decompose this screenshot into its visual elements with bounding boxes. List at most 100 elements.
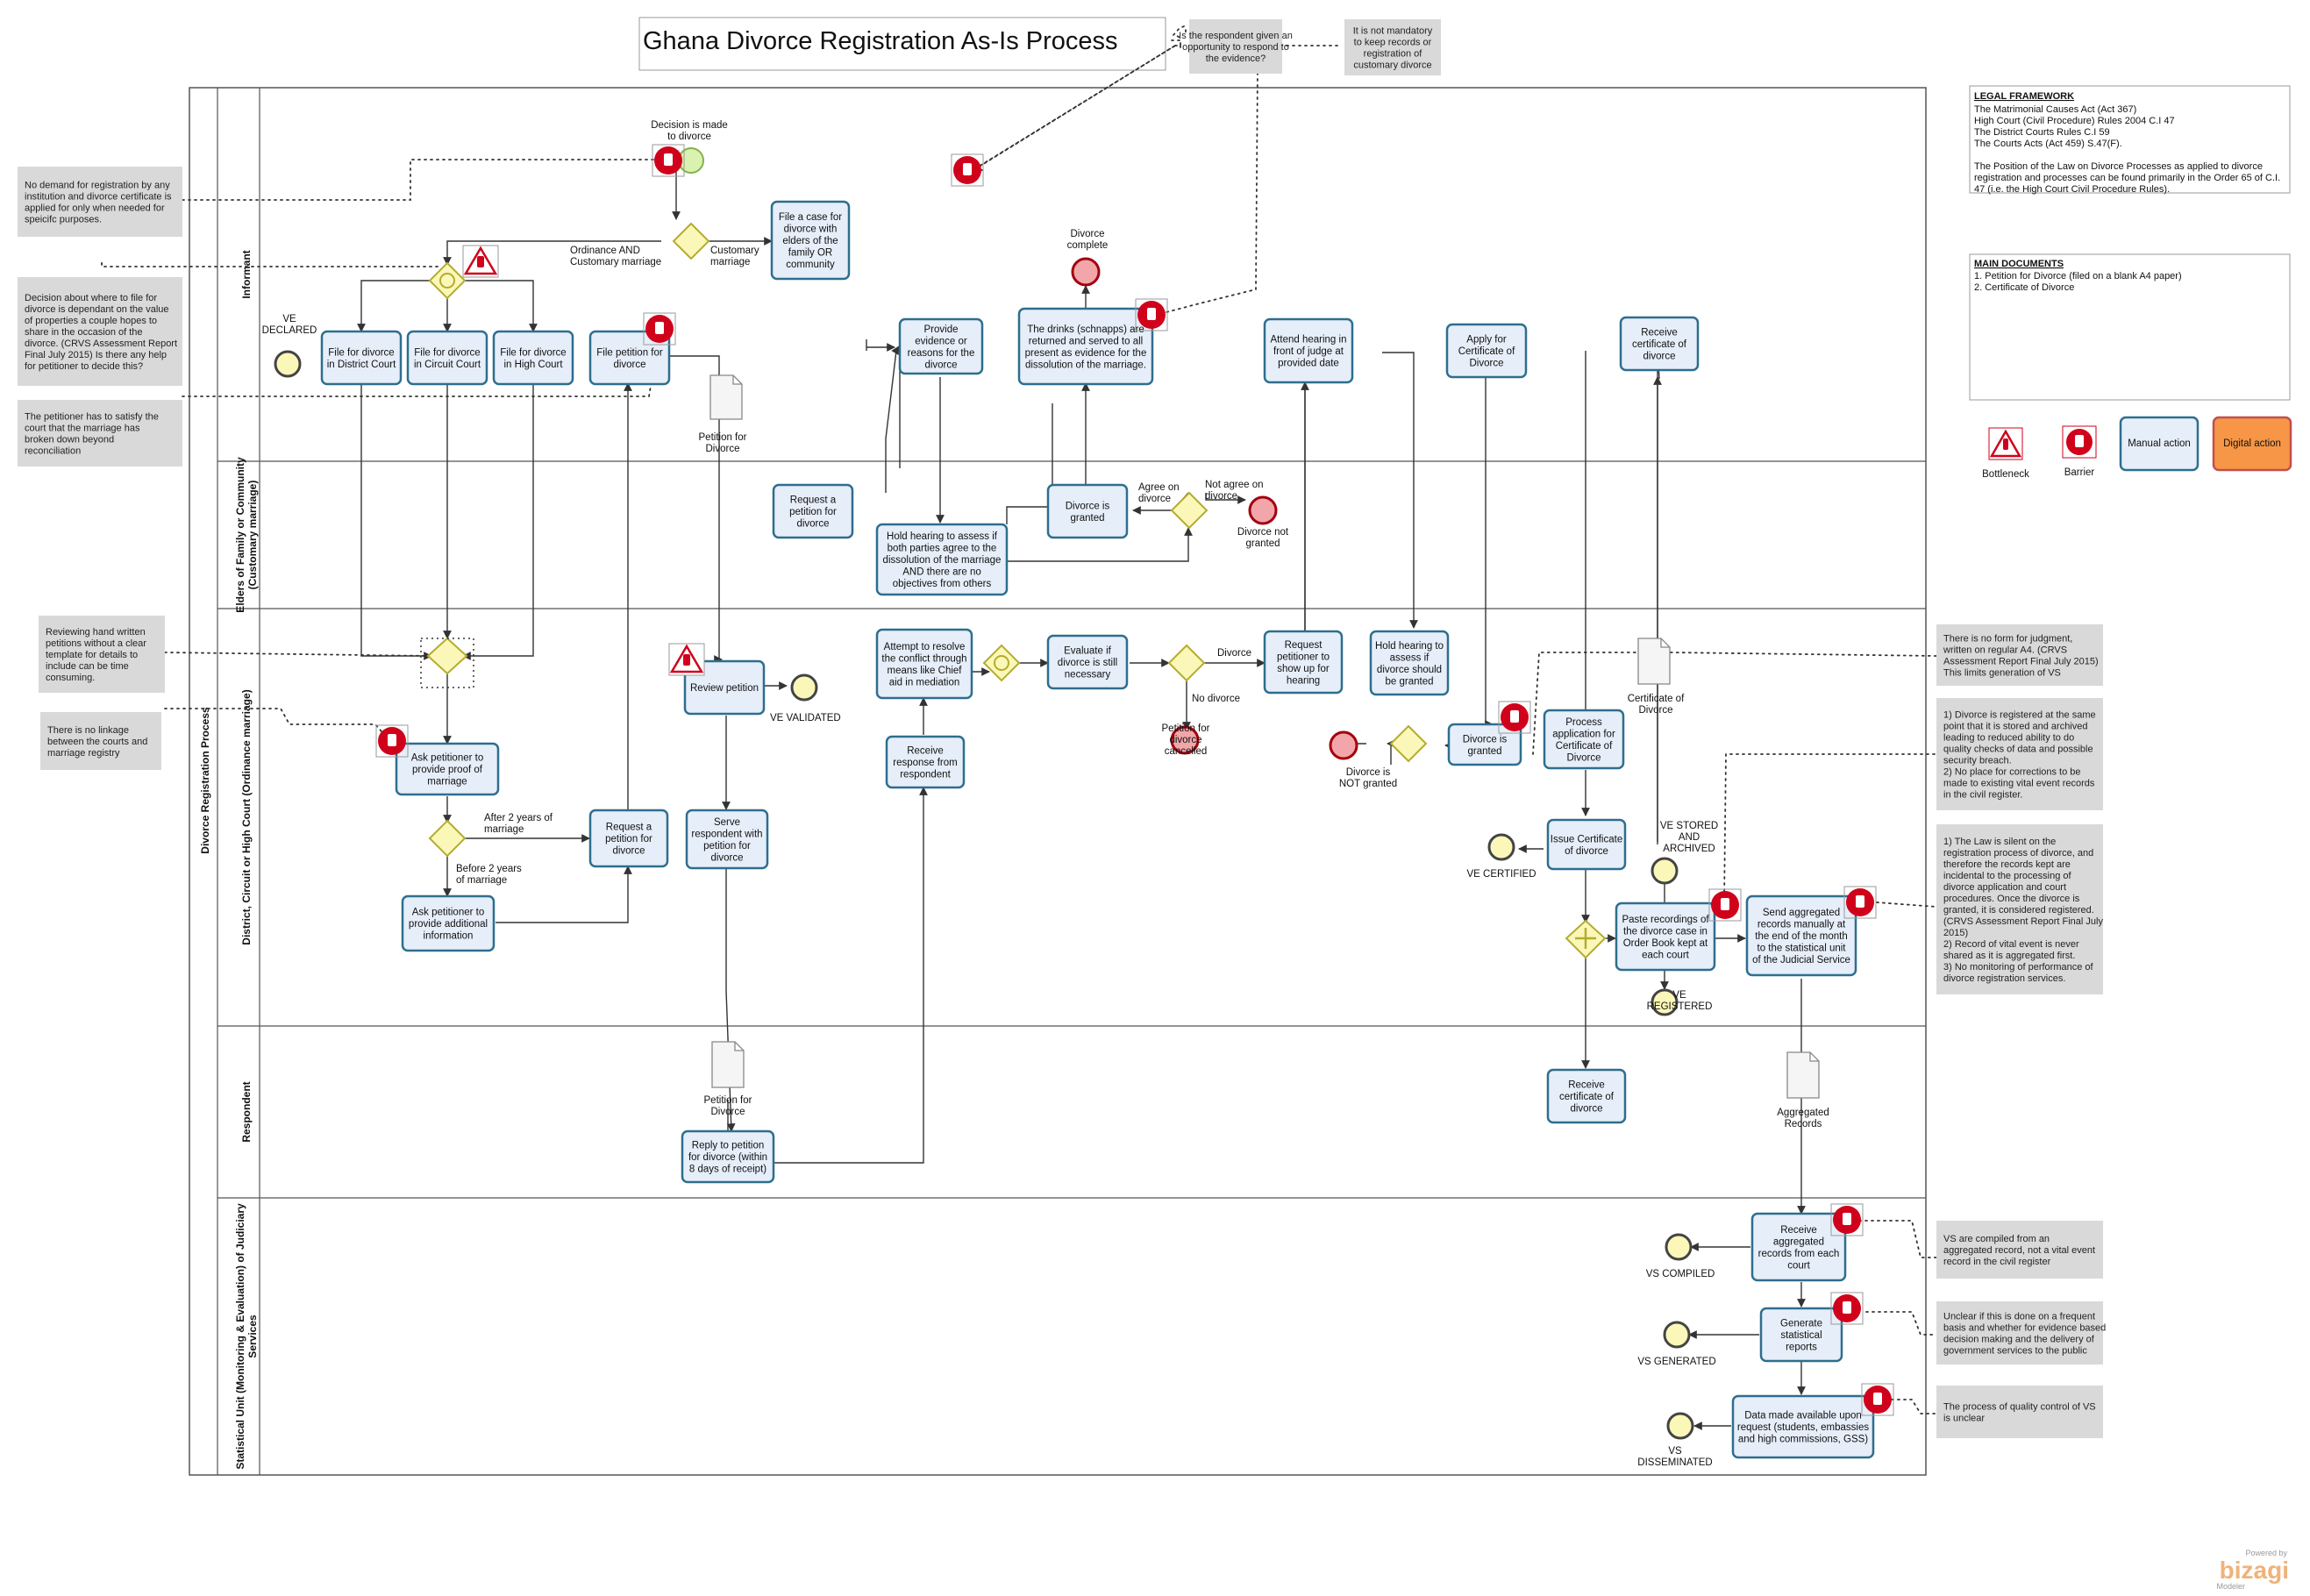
label-text: VE (282, 314, 296, 324)
note-text: shared as it is aggregated first. (1943, 951, 2075, 961)
task-label: be granted (1386, 676, 1434, 687)
label-text: Divorce is (1346, 767, 1391, 778)
task-label: 8 days of receipt) (689, 1165, 766, 1175)
document-icon (1786, 1051, 1820, 1099)
task-label: Receive (1641, 328, 1678, 338)
label-text: to divorce (667, 132, 711, 142)
task-label: Data made available upon (1744, 1411, 1862, 1421)
note-text: Final July 2015) Is there any help (25, 350, 167, 360)
note-text: petitions without a clear (46, 638, 146, 649)
task-label: Provide (924, 324, 959, 335)
task-label: respondent (900, 770, 951, 780)
note-text: There is no form for judgment, (1943, 634, 2072, 645)
document-icon (709, 374, 743, 420)
note-text: the evidence? (1206, 53, 1266, 64)
doc-line: 2. Certificate of Divorce (1974, 282, 2074, 293)
label-text: Decision is made (651, 120, 728, 131)
task-label: Serve (714, 817, 740, 828)
legal-line: High Court (Civil Procedure) Rules 2004 … (1974, 116, 2175, 126)
gateway-icon (428, 261, 467, 300)
task-label: Ask petitioner to (412, 908, 484, 918)
task-label: Divorce is (1463, 734, 1508, 745)
task-label: divorce (1570, 1104, 1602, 1115)
task-label: certificate of (1559, 1092, 1615, 1102)
label-text: VS COMPILED (1646, 1269, 1715, 1279)
lane-stat-2: Services (246, 1315, 259, 1358)
note-registered-same-point: 1) Divorce is registered at the samepoin… (1936, 698, 2103, 810)
note-text: of properties a couple hopes to (25, 316, 157, 326)
label-text: Divorce (706, 444, 740, 454)
label-text: Petition for (699, 432, 747, 443)
label-text: DISSEMINATED (1637, 1457, 1712, 1468)
task-label: Divorce (1470, 359, 1504, 369)
lane-respondent: Respondent (240, 1081, 253, 1142)
task-label: in Circuit Court (414, 360, 481, 370)
barrier-icon (1861, 1383, 1894, 1416)
task-label: Receive (907, 746, 944, 757)
task-label: reasons for the (908, 348, 975, 359)
watermark-powered: Powered by (2245, 1549, 2287, 1557)
note-text: aggregated record, not a vital event (1943, 1245, 2095, 1256)
label-text: VE STORED (1660, 821, 1718, 831)
label-text: NOT granted (1339, 779, 1397, 789)
gateway-icon (1389, 724, 1428, 763)
legend-manual-label: Manual action (2128, 438, 2191, 449)
task-label: elders of the (782, 236, 838, 246)
note-text: incidental to the processing of (1943, 871, 2071, 881)
gateway-icon (672, 222, 710, 260)
task-label: both parties agree to the (888, 544, 997, 554)
label-text: No divorce (1192, 694, 1240, 704)
barrier-icon (1830, 1203, 1864, 1236)
task-label: community (786, 260, 835, 270)
task-label: of divorce (1565, 846, 1608, 857)
task-label: petition for (703, 841, 751, 851)
task-label: Receive (1780, 1225, 1817, 1236)
note-text: leading to reduced ability to do (1943, 733, 2074, 744)
bizagi-watermark: Powered by bizagi Modeler (2216, 1549, 2289, 1591)
task-label: family OR (788, 248, 832, 259)
label-text: ARCHIVED (1663, 844, 1715, 854)
task-label: granted (1070, 513, 1104, 524)
note-text: institution and divorce certificate is (25, 192, 172, 203)
barrier-icon (1498, 701, 1531, 734)
label-no-divorce: No divorce (1192, 694, 1240, 704)
note-text: written on regular A4. (CRVS (1943, 645, 2067, 656)
task-label: hearing (1287, 675, 1320, 686)
note-text: reconciliation (25, 446, 81, 457)
barrier-icon (1135, 298, 1168, 331)
label-text: marriage (484, 824, 524, 835)
label-ve-validated: VE VALIDATED (770, 713, 841, 723)
label-text: Not agree on (1205, 480, 1264, 490)
note-text: VS are compiled from an (1943, 1234, 2050, 1244)
label-text: Ordinance AND (570, 246, 640, 256)
note-text: divorce. (CRVS Assessment Report (25, 338, 177, 349)
legend-barrier: Barrier (2062, 425, 2097, 478)
note-no-demand: No demand for registration by anyinstitu… (18, 167, 182, 237)
task-label: for divorce (within (688, 1152, 767, 1163)
label-text: VE VALIDATED (770, 713, 841, 723)
task-label: Review petition (690, 683, 759, 694)
task-label: means like Chief (887, 666, 962, 676)
end-event-icon (1666, 1412, 1694, 1440)
doc-line: 1. Petition for Divorce (filed on a blan… (1974, 271, 2182, 281)
label-text: granted (1245, 538, 1280, 549)
task-label: dissolution of the marriage. (1025, 360, 1146, 370)
barrier-icon (951, 153, 984, 187)
